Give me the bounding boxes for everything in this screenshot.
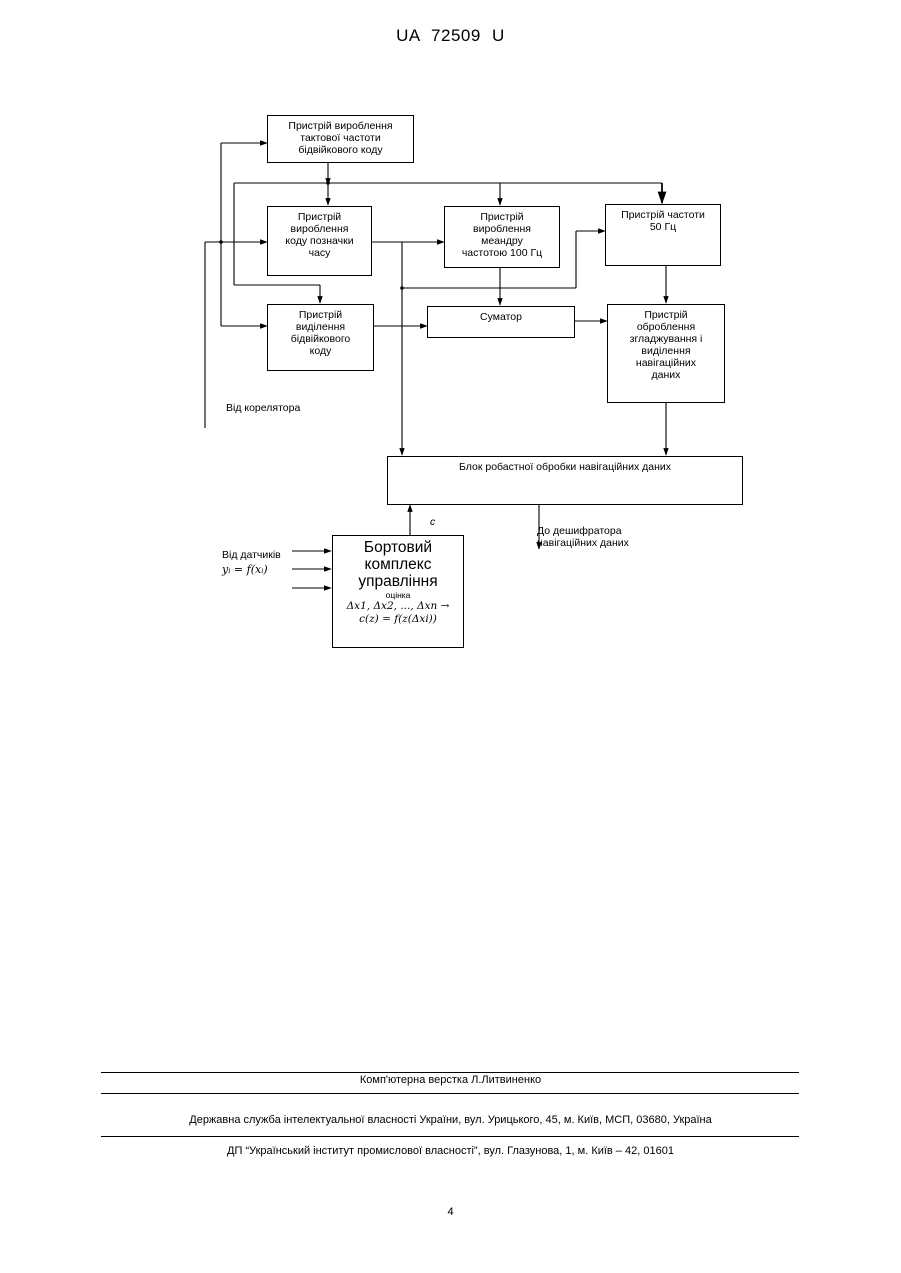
typesetting-credit: Комп'ютерна верстка Л.Литвиненко: [0, 1074, 901, 1086]
time-code-label: Пристрій вироблення коду позначки часу: [285, 211, 353, 259]
robust-processing-label: Блок робастної обробки навігаційних дани…: [459, 461, 671, 473]
meander-block: Пристрій вироблення меандру частотою 100…: [444, 206, 560, 268]
robust-processing-block: Блок робастної обробки навігаційних дани…: [387, 456, 743, 505]
footer-divider-2: [101, 1093, 799, 1094]
meander-label: Пристрій вироблення меандру частотою 100…: [462, 211, 542, 259]
sensors-formula: yᵢ = f(xᵢ): [222, 564, 268, 576]
time-code-block: Пристрій вироблення коду позначки часу: [267, 206, 372, 276]
onboard-control-block: Бортовий комплекс управління оцінка Δx1,…: [332, 535, 464, 648]
onboard-formula-deltas: Δx1, Δx2, ..., Δxn →: [333, 600, 463, 613]
smoothing-label: Пристрій оброблення згладжування і виділ…: [630, 309, 703, 381]
frequency-50hz-label: Пристрій частоти 50 Гц: [621, 209, 705, 233]
footer-divider-3: [101, 1136, 799, 1137]
clock-generator-label: Пристрій вироблення тактової частоти бід…: [288, 120, 392, 156]
bidecode-extraction-label: Пристрій виділення бідвійкового коду: [291, 309, 351, 357]
bidecode-extraction-block: Пристрій виділення бідвійкового коду: [267, 304, 374, 371]
summator-block: Суматор: [427, 306, 575, 338]
sensors-input-label: Від датчиків: [222, 549, 281, 561]
clock-generator-block: Пристрій вироблення тактової частоти бід…: [267, 115, 414, 163]
page-number: 4: [0, 1206, 901, 1218]
onboard-control-title: Бортовий комплекс управління: [333, 539, 463, 590]
summator-label: Суматор: [480, 311, 522, 323]
decoder-output-label: До дешифратора навігаційних даних: [537, 525, 629, 549]
signal-c-label: c: [430, 516, 435, 528]
agency-address: Державна служба інтелектуальної власност…: [0, 1114, 901, 1126]
frequency-50hz-block: Пристрій частоти 50 Гц: [605, 204, 721, 266]
footer-divider-1: [101, 1072, 799, 1073]
onboard-formula-c: c(z) = f(z(Δxi)): [333, 613, 463, 626]
smoothing-block: Пристрій оброблення згладжування і виділ…: [607, 304, 725, 403]
onboard-estimate-label: оцінка: [333, 590, 463, 600]
institute-address: ДП “Український інститут промислової вла…: [0, 1145, 901, 1157]
correlator-input-label: Від корелятора: [226, 402, 300, 414]
